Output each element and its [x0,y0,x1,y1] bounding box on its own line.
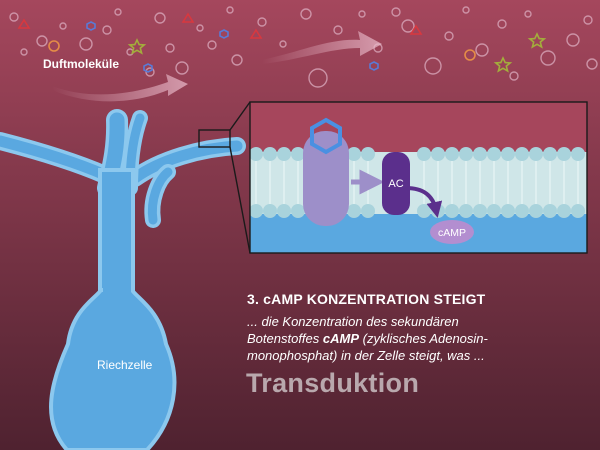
step-description: ... die Konzentration des sekundären Bot… [247,313,587,364]
camp-molecule [430,220,474,244]
airflow-arrow-left [52,74,188,102]
odor-molecules-label: Duftmoleküle [43,57,120,71]
intracellular-space [250,212,587,253]
airflow-arrow-right [262,31,382,64]
step-line-2-post: (zyklisches Adenosin- [359,331,488,346]
zoom-indicator [198,101,251,254]
enzyme-label: AC [388,178,403,190]
step-line-2-pre: Botenstoffes [247,331,323,346]
membrane-zoom-panel: AC cAMP [249,101,588,254]
lipid-heads-inner [250,204,585,218]
adenylyl-cyclase [382,152,410,215]
keyword-heading: Transduktion [246,368,420,398]
step-line-2-bold: cAMP [322,331,360,346]
production-arrow [405,186,443,218]
odorant-receptor [303,131,349,226]
lipid-heads-outer [250,147,585,161]
step-line-3: monophosphat) in der Zelle steigt, was .… [247,348,485,363]
bound-odor-molecule [310,117,342,155]
step-line-1: ... die Konzentration des sekundären [247,314,459,329]
olfactory-cell-label: Riechzelle [97,358,153,372]
step-title: 3. cAMP KONZENTRATION STEIGT [247,291,486,307]
lipid-tails [255,160,579,206]
zoom-source-box [198,129,231,148]
camp-label: cAMP [438,227,466,239]
odor-molecule-field [9,6,598,88]
